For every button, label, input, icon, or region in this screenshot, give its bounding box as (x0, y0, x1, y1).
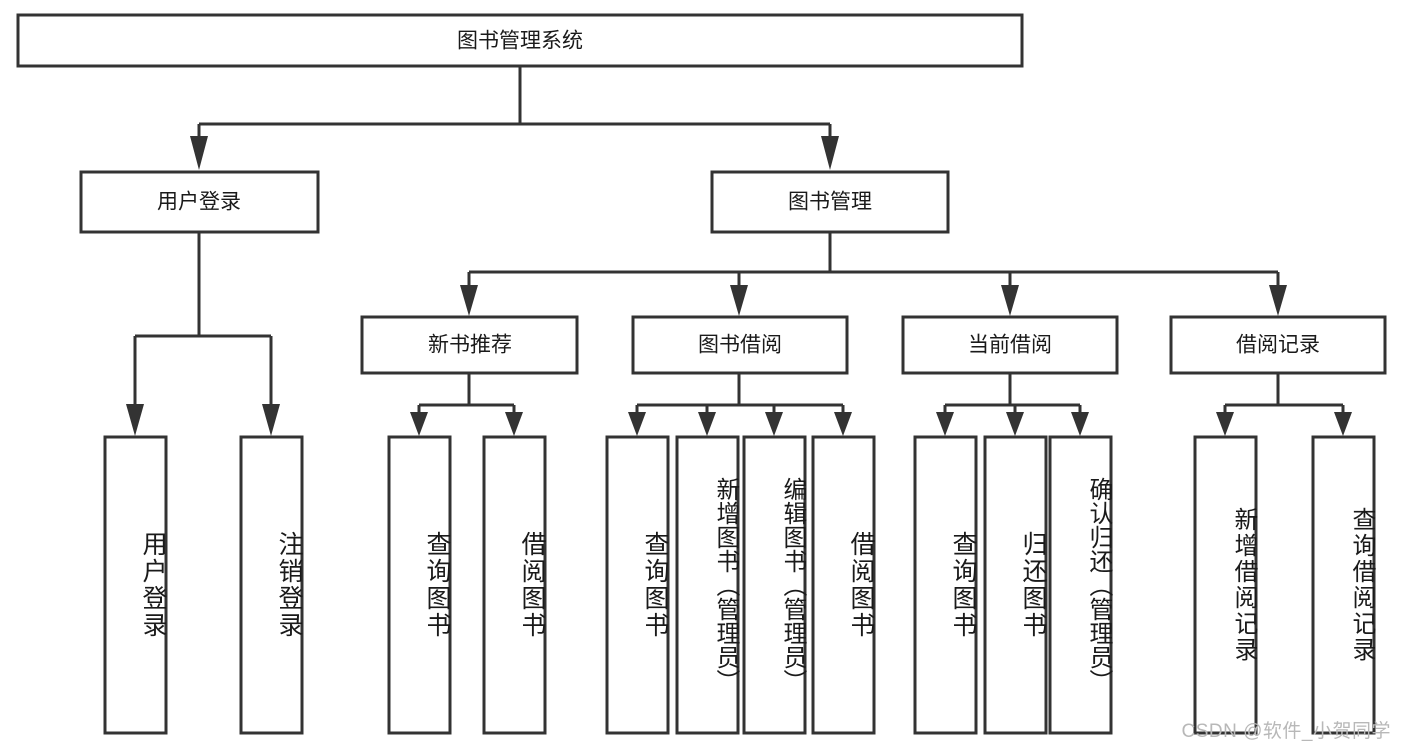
arrow-head-bookborrow-leaf-4 (834, 412, 852, 436)
csdn-watermark: CSDN @软件_小贺同学 (1181, 721, 1391, 742)
node-book-borrow[interactable] (631, 315, 849, 375)
node-leaf-add-book-admin[interactable] (675, 435, 740, 735)
node-book-management[interactable] (710, 170, 950, 234)
arrow-head-currentborrow-leaf-3 (1071, 412, 1089, 436)
node-leaf-confirm-return-admin[interactable] (1048, 435, 1113, 735)
node-borrow-record-label: 借阅记录 (1236, 334, 1320, 357)
connector-layer (126, 66, 1352, 436)
arrow-head-leaf-logout (262, 404, 280, 436)
node-current-borrow-label: 当前借阅 (968, 334, 1052, 357)
arrow-head-borrow-record (1269, 285, 1287, 316)
node-leaf-borrow-book-1[interactable] (482, 435, 547, 735)
node-book-management-label: 图书管理 (788, 191, 872, 214)
arrow-head-currentborrow-leaf-2 (1006, 412, 1024, 436)
node-leaf-query-book-1[interactable] (387, 435, 452, 735)
node-leaf-return-book[interactable] (983, 435, 1048, 735)
arrow-head-bookborrow-leaf-3 (765, 412, 783, 436)
node-root-label: 图书管理系统 (457, 30, 583, 53)
node-borrow-record[interactable] (1169, 315, 1387, 375)
arrow-head-book-manage (821, 136, 839, 170)
node-new-book-recommend[interactable] (360, 315, 579, 375)
node-user-login-label: 用户登录 (157, 191, 241, 214)
arrow-head-current-borrow (1001, 285, 1019, 316)
arrow-head-newbook-leaf-2 (505, 412, 523, 436)
arrow-head-borrowrecord-leaf-1 (1216, 412, 1234, 436)
arrow-head-user-login (190, 136, 208, 170)
arrow-head-newbook-leaf-1 (410, 412, 428, 436)
node-leaf-edit-book-admin[interactable] (742, 435, 807, 735)
node-layer: 图书管理系统 用户登录 图书管理 新书推荐 图书借阅 当前借阅 借阅记录 (16, 13, 1387, 735)
node-user-login[interactable] (79, 170, 320, 234)
arrow-head-borrowrecord-leaf-2 (1334, 412, 1352, 436)
arrow-head-bookborrow-leaf-1 (628, 412, 646, 436)
node-leaf-query-book-3[interactable] (913, 435, 978, 735)
node-leaf-query-book-2[interactable] (605, 435, 670, 735)
node-leaf-borrow-book-2[interactable] (811, 435, 876, 735)
node-book-borrow-label: 图书借阅 (698, 334, 782, 357)
arrow-head-currentborrow-leaf-1 (936, 412, 954, 436)
node-leaf-user-login[interactable] (103, 435, 168, 735)
node-new-book-recommend-label: 新书推荐 (428, 334, 512, 357)
arrow-head-book-borrow (730, 285, 748, 316)
node-leaf-add-borrow-record[interactable] (1193, 435, 1258, 735)
node-root-book-management-system[interactable] (16, 13, 1024, 68)
node-current-borrow[interactable] (901, 315, 1119, 375)
node-leaf-logout[interactable] (239, 435, 304, 735)
arrow-head-bookborrow-leaf-2 (698, 412, 716, 436)
arrow-head-new-book-recommend (460, 285, 478, 316)
node-leaf-query-borrow-record[interactable] (1311, 435, 1376, 735)
arrow-head-leaf-user-login (126, 404, 144, 436)
